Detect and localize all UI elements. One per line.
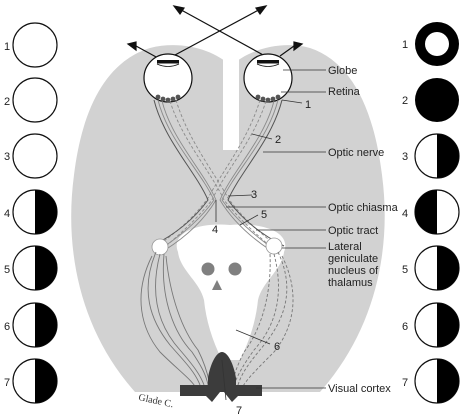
left-field-7: [12, 358, 58, 404]
right-field-number-6: 6: [402, 321, 408, 333]
lesion-marker-6: 6: [274, 341, 280, 353]
right-field-number-4: 4: [402, 208, 408, 220]
left-field-6: [12, 302, 58, 348]
label-lgn-line4: thalamus: [328, 277, 373, 289]
label-globe: Globe: [328, 65, 357, 77]
lateral-geniculate-left: [151, 238, 169, 256]
right-field-number-3: 3: [402, 151, 408, 163]
aqueduct: [212, 280, 222, 290]
lesion-marker-7: 7: [236, 405, 242, 417]
right-field-3: [414, 133, 460, 179]
label-optic-chiasma: Optic chiasma: [328, 202, 399, 214]
left-field-number-7: 7: [4, 377, 10, 389]
right-field-number-5: 5: [402, 264, 408, 276]
red-nucleus-right: [228, 262, 242, 276]
left-field-number-1: 1: [4, 41, 10, 53]
midbrain-region: [176, 224, 286, 360]
optic-radiation-left: [140, 251, 211, 389]
right-field-number-2: 2: [402, 95, 408, 107]
left-field-2: [12, 77, 58, 123]
left-field-4: [12, 189, 58, 235]
right-retina: [255, 94, 281, 103]
right-field-6: [414, 302, 460, 348]
left-field-number-4: 4: [4, 208, 10, 220]
left-field-5: [12, 245, 58, 291]
right-field-2: [415, 78, 459, 122]
left-field-number-6: 6: [4, 321, 10, 333]
lesion-marker-1: 1: [305, 99, 311, 111]
label-optic-nerve: Optic nerve: [328, 147, 384, 159]
optic-band-outline: [151, 99, 285, 247]
right-globe: [243, 53, 293, 103]
left-field-1: [12, 22, 58, 68]
brain-outline: [71, 45, 385, 392]
right-field-7: [414, 358, 460, 404]
right-field-number-7: 7: [402, 377, 408, 389]
label-lgn-line1: Lateral: [328, 241, 362, 253]
label-retina: Retina: [328, 86, 361, 98]
label-visual-cortex: Visual cortex: [328, 383, 391, 395]
right-field-1: [415, 22, 459, 66]
left-field-3: [12, 133, 58, 179]
label-lgn-line3: nucleus of: [328, 265, 379, 277]
left-visual-field-column: 1 2 3 4 5 6 7: [4, 22, 58, 404]
left-field-number-2: 2: [4, 96, 10, 108]
label-lgn-line2: geniculate: [328, 253, 378, 265]
label-optic-tract: Optic tract: [328, 225, 378, 237]
label-leaders: [215, 69, 326, 401]
right-field-number-1: 1: [402, 39, 408, 51]
lesion-marker-2: 2: [275, 134, 281, 146]
artist-signature: Glade C.: [137, 392, 174, 410]
interhemispheric-fissure: [223, 58, 239, 150]
left-retina: [155, 94, 181, 103]
lesion-marker-3: 3: [251, 189, 257, 201]
left-field-number-3: 3: [4, 151, 10, 163]
lesion-marker-4: 4: [212, 224, 218, 236]
lesion-marker-5: 5: [261, 209, 267, 221]
visual-cortex: [180, 352, 262, 402]
red-nucleus-left: [201, 262, 215, 276]
right-visual-field-column: 1 2 3 4 5 6 7: [402, 22, 460, 404]
right-field-4: [414, 189, 460, 235]
visual-field-arrows: [126, 5, 304, 63]
left-field-number-5: 5: [4, 264, 10, 276]
right-field-5: [414, 245, 460, 291]
lateral-geniculate-right: [265, 237, 283, 255]
left-globe: [143, 53, 193, 103]
